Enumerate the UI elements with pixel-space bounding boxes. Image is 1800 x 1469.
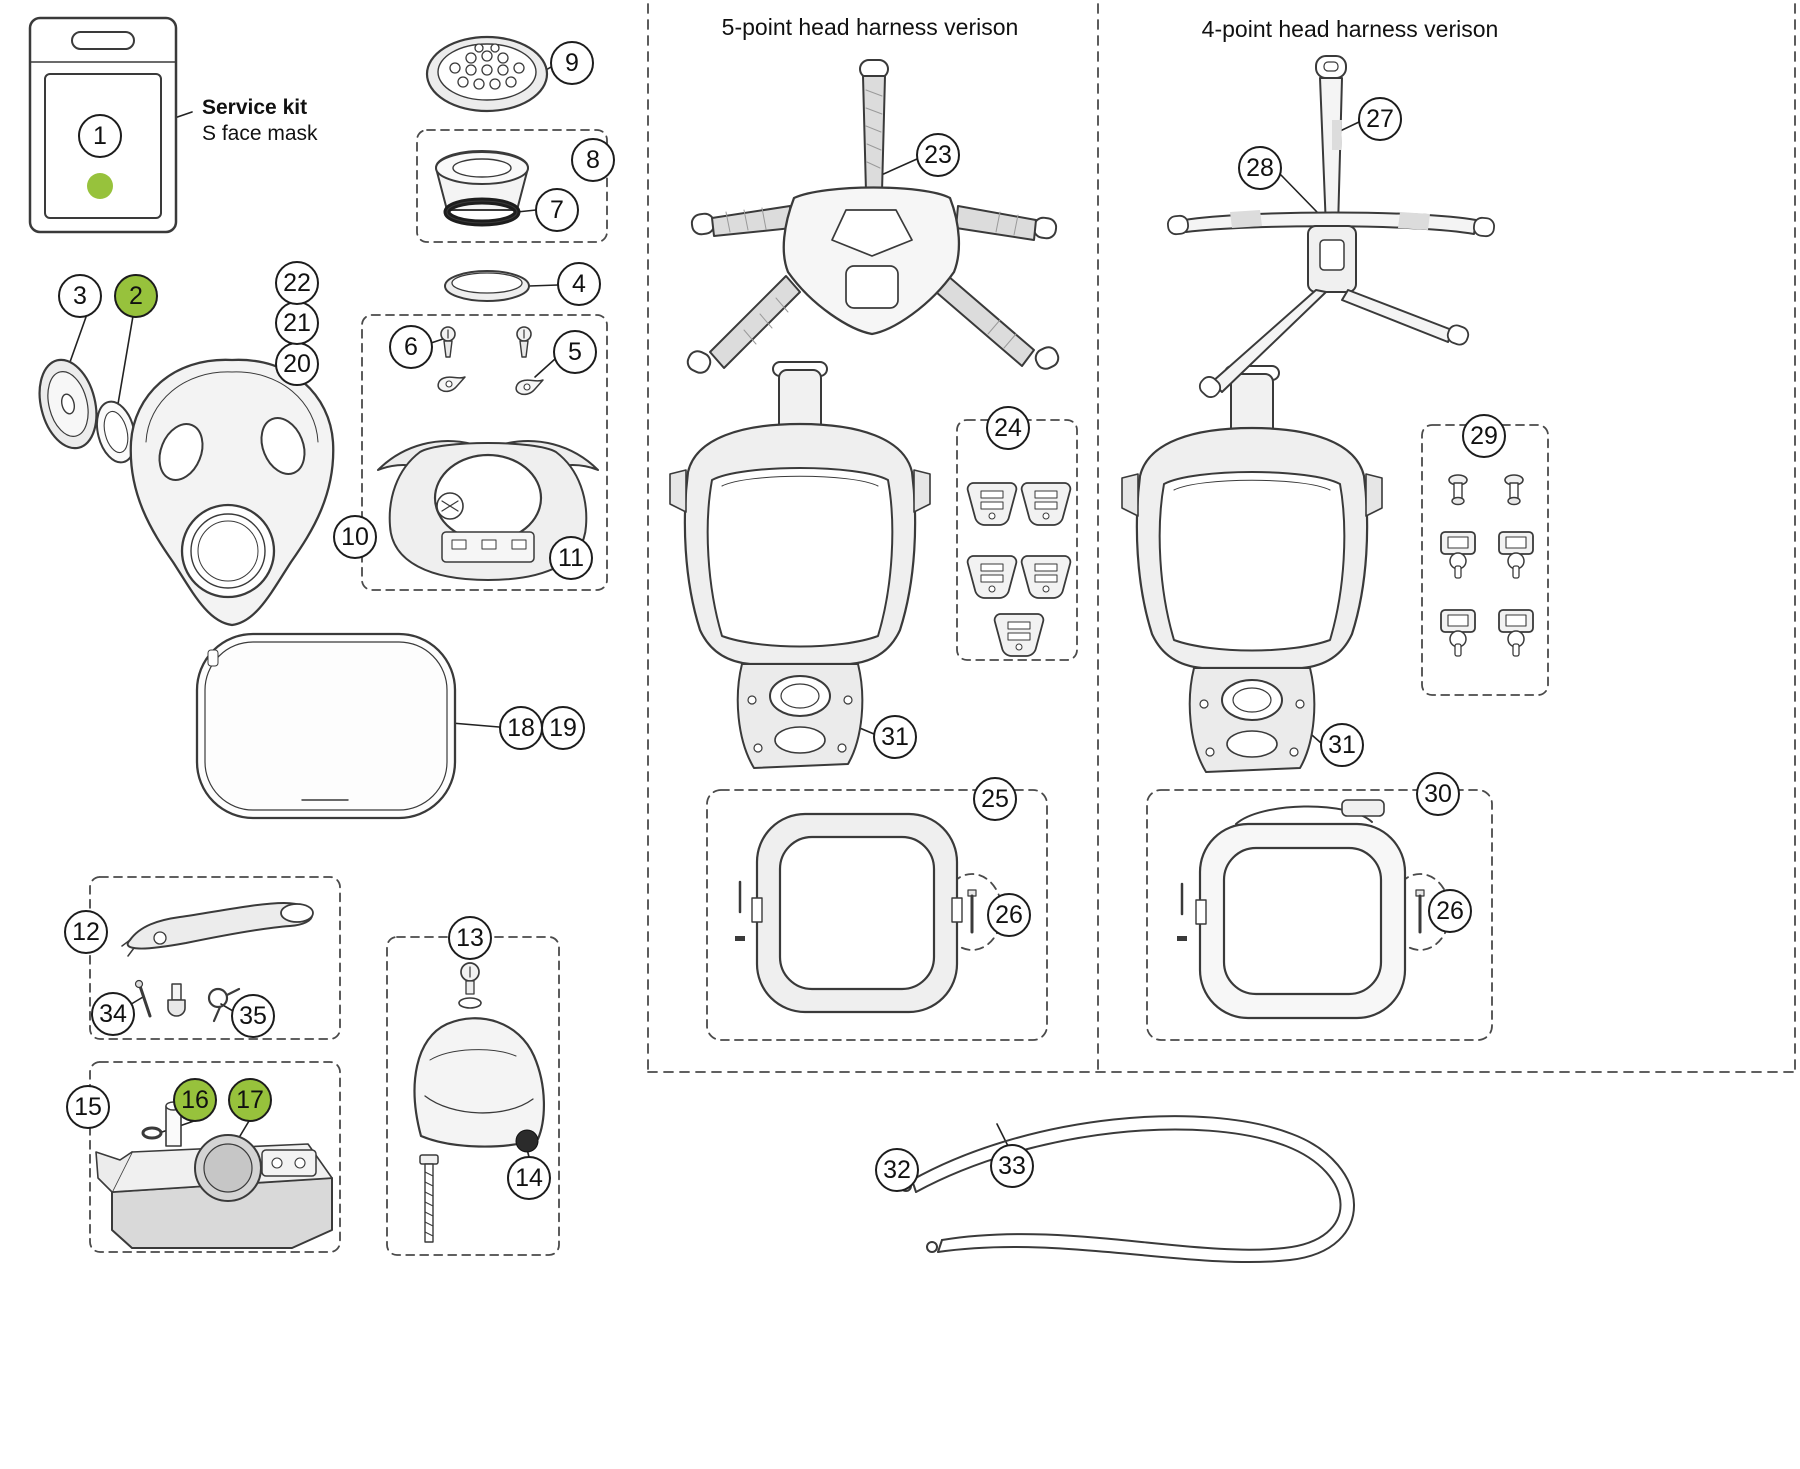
callout-18: 18 <box>499 706 543 750</box>
callout-5: 5 <box>553 330 597 374</box>
callout-6: 6 <box>389 325 433 369</box>
callout-23: 23 <box>916 133 960 177</box>
callout-16: 16 <box>173 1078 217 1122</box>
frame-pin-4pt <box>1415 889 1425 934</box>
exhale-valve-assembly <box>95 1101 333 1249</box>
service-kit-green-dot <box>87 173 113 199</box>
callout-1: 1 <box>78 114 122 158</box>
five-point-section-title: 5-point head harness verison <box>721 14 1019 40</box>
inner-mask <box>129 358 335 627</box>
valve-seat-cup <box>435 150 529 227</box>
callout-33: 33 <box>990 1144 1034 1188</box>
four-point-section-title: 4-point head harness verison <box>1201 16 1499 42</box>
frame-ring-5pt <box>735 812 963 1014</box>
five-point-harness <box>686 59 1060 374</box>
service-kit-subtitle: S face mask <box>202 122 318 145</box>
callout-15: 15 <box>66 1085 110 1129</box>
plug-part <box>167 983 186 1017</box>
frame-pin-5pt <box>967 889 977 934</box>
service-kit-title: Service kit <box>202 96 308 119</box>
full-face-mask <box>669 361 931 769</box>
pin-part <box>134 979 152 1018</box>
buckle-set-4pt <box>1440 474 1534 657</box>
spring-clip-part <box>207 987 241 1023</box>
callout-2: 2 <box>114 274 158 318</box>
callout-13: 13 <box>448 916 492 960</box>
speech-diaphragm-cover <box>425 35 549 113</box>
callout-27: 27 <box>1358 97 1402 141</box>
callout-19: 19 <box>541 706 585 750</box>
callout-30: 30 <box>1416 772 1460 816</box>
callout-32: 32 <box>875 1148 919 1192</box>
callout-31-left: 31 <box>873 715 917 759</box>
mask-frame-part <box>377 440 599 581</box>
callout-24: 24 <box>986 406 1030 450</box>
callout-14: 14 <box>507 1156 551 1200</box>
four-point-harness <box>1167 55 1495 398</box>
gasket-disc <box>444 270 530 302</box>
callout-11: 11 <box>549 536 593 580</box>
o-ring-part <box>141 1126 163 1140</box>
callout-34: 34 <box>91 992 135 1036</box>
frame-ring-4pt <box>1177 799 1407 1020</box>
callout-29: 29 <box>1462 414 1506 458</box>
callout-3: 3 <box>58 274 102 318</box>
harness-sections-border <box>647 3 1796 1073</box>
buckle-clip-set-5pt <box>966 482 1072 657</box>
screws-and-clips <box>437 326 544 396</box>
callout-12: 12 <box>64 910 108 954</box>
callout-20: 20 <box>275 342 319 386</box>
callout-35: 35 <box>231 994 275 1038</box>
callout-7: 7 <box>535 188 579 232</box>
callout-21: 21 <box>275 301 319 345</box>
callout-26-left: 26 <box>987 893 1031 937</box>
callout-22: 22 <box>275 261 319 305</box>
callout-26-right: 26 <box>1428 889 1472 933</box>
callout-31-right: 31 <box>1320 723 1364 767</box>
callout-25: 25 <box>973 777 1017 821</box>
callout-8: 8 <box>571 138 615 182</box>
callout-9: 9 <box>550 41 594 85</box>
neck-strap <box>900 1115 1355 1264</box>
lever-arm-part <box>121 902 314 957</box>
cover-assembly <box>413 962 545 1243</box>
callout-4: 4 <box>557 262 601 306</box>
visor-lens <box>195 632 457 820</box>
valve-disc-large <box>38 358 98 450</box>
callout-28: 28 <box>1238 146 1282 190</box>
cover-knob <box>515 1129 539 1153</box>
callout-17: 17 <box>228 1078 272 1122</box>
callout-10: 10 <box>333 515 377 559</box>
full-face-mask-4pt <box>1120 364 1384 774</box>
